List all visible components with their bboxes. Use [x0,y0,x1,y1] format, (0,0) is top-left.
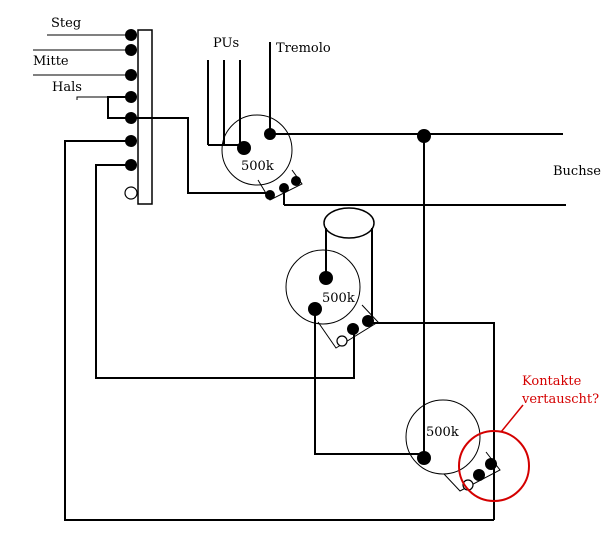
switch-lug-2 [125,44,137,56]
label-mitte: Mitte [33,54,69,69]
pot-3-lug-a [473,469,485,481]
pot-1-ground-dot [237,141,251,155]
pot-2 [285,249,379,349]
annotation-pointer [500,404,524,433]
jack-wires [270,129,566,458]
pot-2-center-dot [319,271,333,285]
pickup-selector-switch [33,29,153,205]
outer-loop-wire [64,140,494,521]
switch-lug-4 [125,91,137,103]
pot-2-lug-bracket [317,304,379,349]
pot-3-lug-b [485,458,497,470]
label-buchse: Buchse [553,164,601,179]
pot-2-body [285,249,361,325]
switch-output-wire [131,117,266,194]
switch-lug-1 [125,29,137,41]
pot-2-lug-empty [336,335,348,347]
label-steg: Steg [51,16,81,31]
pot-3 [405,399,501,492]
label-hals: Hals [52,80,82,95]
switch-lug-empty [124,186,138,200]
pot-2-lug-b [362,315,374,327]
switch-lug-3 [125,69,137,81]
pot-1-body [221,114,293,186]
pot-3-label: 500k [426,425,459,440]
label-tremolo: Tremolo [276,41,331,56]
annotation-text-line2: vertauscht? [521,392,599,407]
switch-to-tone-wire [95,164,355,379]
annotation-text-line1: Kontakte [522,374,582,389]
capacitor [323,207,375,320]
pot-3-body [405,399,481,475]
pot-1 [221,114,303,201]
pot-2-label: 500k [322,291,355,306]
label-pus: PUs [213,36,239,51]
annotation: Kontakte vertauscht? [458,374,599,502]
pot-1-lug-c [291,176,301,186]
pot-3-center-dot [417,451,431,465]
pot-1-label: 500k [241,159,274,174]
switch-jumper [107,96,131,119]
tone-right-wire [368,322,495,520]
pickup-ground-wires [207,42,271,147]
pot-1-lug-a [265,190,275,200]
tone-to-pot3-wire [314,309,424,455]
capacitor-body [323,207,375,239]
annotation-circle [458,430,530,502]
